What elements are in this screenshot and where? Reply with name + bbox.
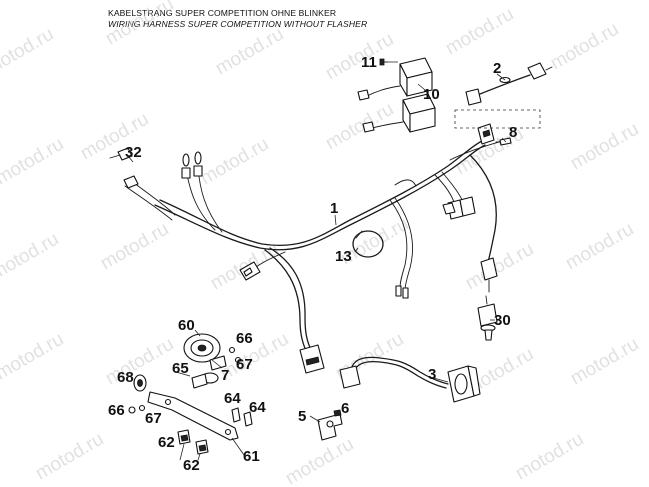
bracket-5-6 — [317, 409, 343, 441]
connector-bottom — [299, 344, 325, 374]
callout-65: 65 — [172, 360, 189, 377]
bracket-61 — [128, 374, 253, 441]
watermark-text: motod.ru — [282, 434, 357, 487]
watermark-text: motod.ru — [197, 134, 272, 190]
watermark-text: motod.ru — [102, 0, 177, 49]
callouts: 1 2 3 5 6 7 8 10 11 13 30 32 60 61 62 62… — [108, 54, 517, 474]
watermark-text: motod.ru — [212, 24, 287, 80]
horn-mount-hardware — [191, 346, 242, 389]
watermark-text: motod.ru — [32, 429, 107, 485]
callout-13: 13 — [335, 248, 352, 265]
harness-connectors — [109, 123, 498, 374]
main-harness — [124, 139, 506, 356]
relay-10-11 — [357, 57, 436, 133]
watermark-text: motod.ru — [0, 134, 67, 190]
watermark-text: motod.ru — [97, 219, 172, 275]
connector-8 — [477, 123, 495, 145]
watermark-text: motod.ru — [442, 4, 517, 60]
watermark-text: motod.ru — [322, 99, 397, 155]
clips-62 — [177, 429, 209, 455]
horn-60 — [183, 333, 227, 371]
callout-11: 11 — [361, 54, 377, 71]
callout-8: 8 — [509, 124, 517, 141]
callout-3: 3 — [428, 366, 436, 383]
watermark-text: motod.ru — [0, 24, 57, 80]
callout-1: 1 — [330, 200, 338, 217]
callout-62-left: 62 — [158, 434, 175, 451]
callout-67-right: 67 — [236, 356, 253, 373]
watermark-text: motod.ru — [0, 229, 62, 285]
callout-10: 10 — [423, 86, 440, 103]
sensor-3 — [339, 356, 481, 403]
callout-30: 30 — [494, 312, 511, 329]
callout-2: 2 — [493, 60, 501, 77]
callout-60: 60 — [178, 317, 195, 334]
callout-62-bottom: 62 — [183, 457, 200, 474]
connector-left — [239, 261, 261, 281]
watermark-text: motod.ru — [462, 239, 537, 295]
title-german: KABELSTRANG SUPER COMPETITION OHNE BLINK… — [108, 8, 337, 18]
callout-64-right: 64 — [249, 399, 266, 416]
callout-6: 6 — [341, 400, 349, 417]
watermark-text: motod.ru — [562, 219, 637, 275]
watermark-text: motod.ru — [567, 119, 642, 175]
callout-66-right: 66 — [236, 330, 253, 347]
callout-66-left: 66 — [108, 402, 125, 419]
leader-lines — [127, 61, 507, 461]
pressure-switch-30 — [477, 295, 498, 341]
dual-connector — [442, 196, 476, 220]
callout-5: 5 — [298, 408, 306, 425]
watermark-text: motod.ru — [322, 29, 397, 85]
callout-64-left: 64 — [224, 390, 241, 407]
watermark-text: motod.ru — [547, 19, 622, 75]
ring-terminals — [395, 285, 409, 299]
lead-2 — [454, 62, 553, 129]
watermark-text: motod.ru — [512, 429, 587, 485]
title-english: WIRING HARNESS SUPER COMPETITION WITHOUT… — [108, 19, 368, 29]
watermark-text: motod.ru — [567, 334, 642, 390]
callout-7: 7 — [221, 367, 229, 384]
callout-32: 32 — [125, 144, 142, 161]
connector-30-end — [480, 257, 498, 293]
watermark-text: motod.ru — [207, 239, 282, 295]
bullet-connectors-top — [181, 151, 203, 179]
callout-67-left: 67 — [145, 410, 162, 427]
cable-tie-13 — [352, 230, 384, 258]
watermark-text: motod.ru — [0, 329, 67, 385]
callout-68: 68 — [117, 369, 134, 386]
callout-61: 61 — [243, 448, 260, 465]
